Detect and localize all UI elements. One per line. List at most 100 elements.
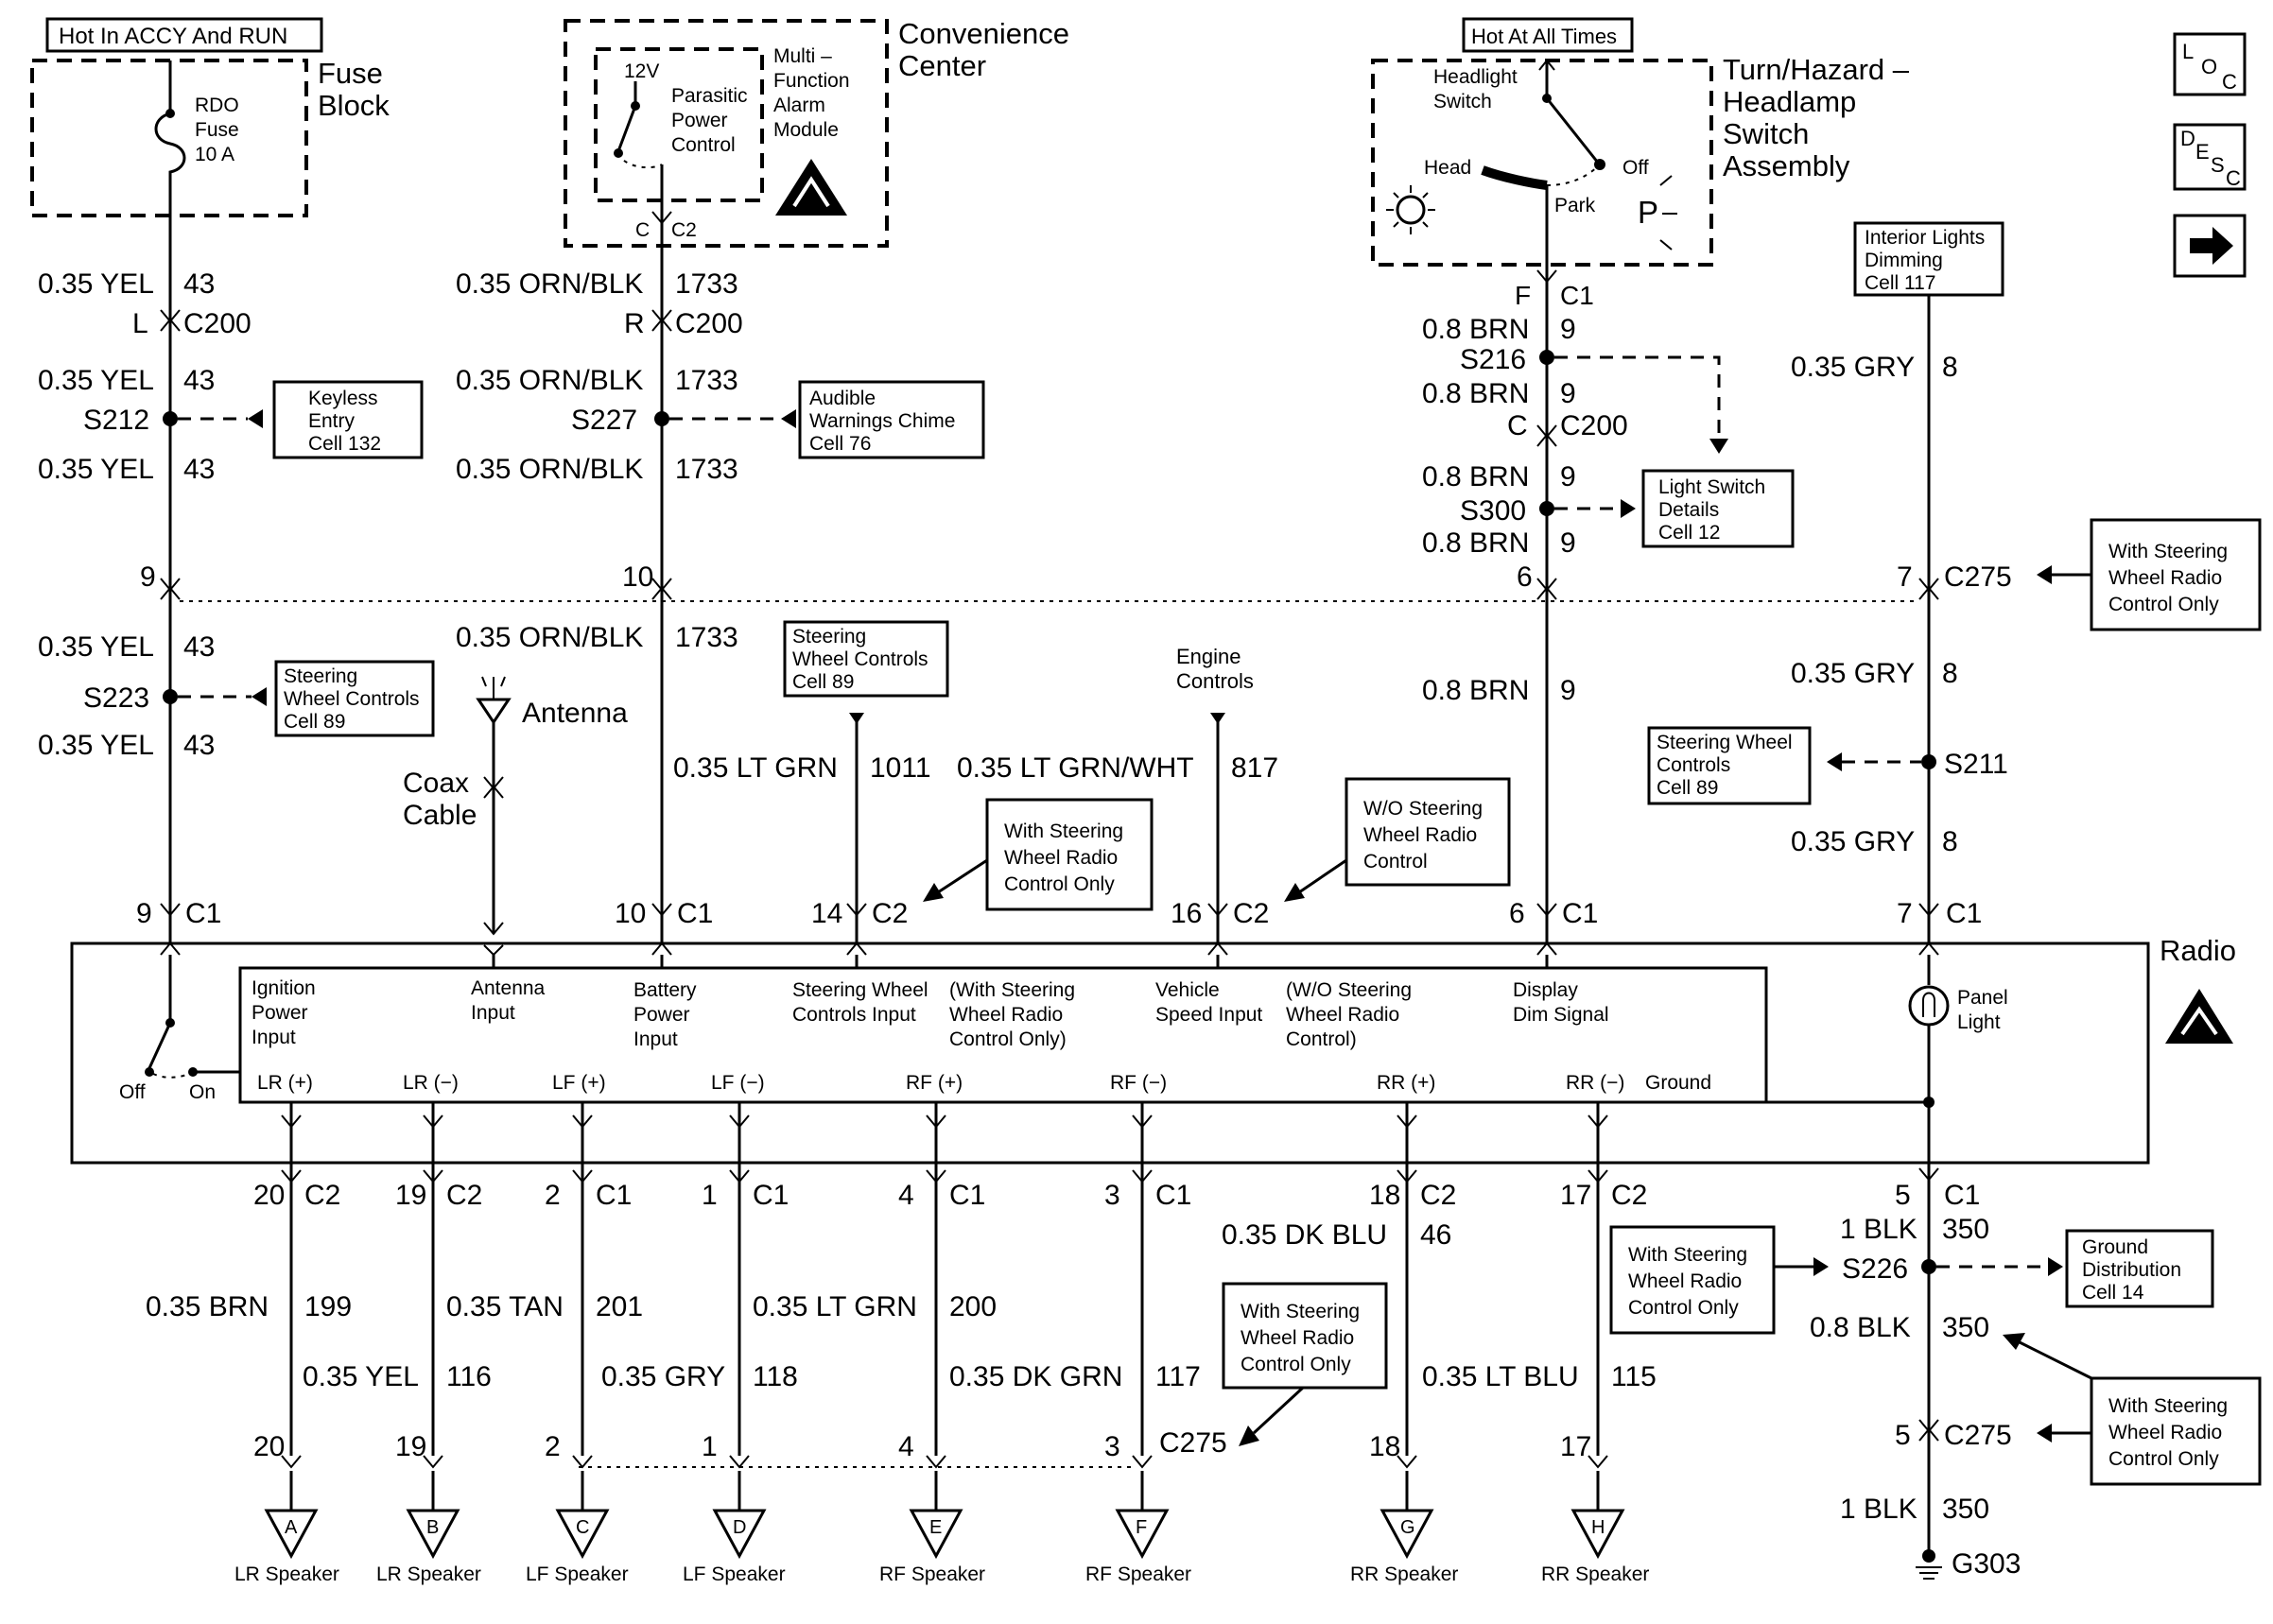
svg-text:O: O (2201, 55, 2217, 78)
output-conn-0 (281, 1169, 302, 1183)
ref-swc-89-c[interactable]: Steering Wheel Controls Cell 89 (1647, 726, 1812, 805)
s211-ref-arrow (1827, 752, 1842, 771)
w2-color-b: 0.35 ORN/BLK (456, 365, 643, 396)
output-label-3: LF (−) (711, 1072, 765, 1094)
c275-ref-arrow (2037, 565, 2052, 584)
ref-audible-chime[interactable]: Audible Warnings Chime Cell 76 (798, 380, 985, 459)
w1-circuit-b: 43 (183, 365, 215, 396)
w3-radio-pin: 14 (811, 898, 842, 929)
in-with-1: (With Steering (949, 979, 1075, 1001)
w1-circuit-c: 43 (183, 454, 215, 485)
w1-circuit-e: 43 (183, 730, 215, 761)
svg-text:Cell 14: Cell 14 (2082, 1282, 2144, 1304)
ref-with-swrc-g[interactable]: With Steering Wheel Radio Control Only (2090, 1376, 2262, 1486)
speaker-letter-1: B (426, 1517, 439, 1538)
in-dim-1: Display (1513, 979, 1578, 1001)
ign-on-label: On (189, 1081, 216, 1103)
output-c275-6 (1397, 1455, 1417, 1469)
ref-with-swrc-s226[interactable]: With Steering Wheel Radio Control Only (1609, 1225, 1776, 1335)
output-color-6: 0.35 DK BLU (1222, 1219, 1387, 1251)
c1-conn-label: C1 (1560, 281, 1594, 310)
ref-with-swrc-c2[interactable]: With Steering Wheel Radio Control Only (985, 798, 1154, 911)
w3-color: 0.35 LT GRN (673, 752, 838, 784)
w5-circuit-c: 9 (1560, 461, 1576, 492)
output-pin-5: 3 (1104, 1180, 1120, 1211)
w6-c275-pin: 7 (1897, 561, 1913, 593)
mfam-label-3: Alarm (773, 95, 825, 116)
ground-output-label: Ground (1645, 1072, 1711, 1094)
output-color-4: 0.35 LT GRN (753, 1291, 917, 1322)
w2-color-d: 0.35 ORN/BLK (456, 622, 643, 653)
output-arrow-0 (281, 1114, 302, 1129)
w1-color-a: 0.35 YEL (38, 268, 154, 300)
with-swrc-g-arrow (2003, 1333, 2025, 1350)
s227-label: S227 (571, 405, 637, 436)
speaker-triangle-5 (1115, 1509, 1170, 1560)
gnd-color-1: 1 BLK (1840, 1214, 1917, 1245)
rdo-fuse-label-3: 10 A (195, 144, 234, 165)
w5-radio-pin: 6 (1509, 898, 1525, 929)
speaker-triangle-3 (712, 1509, 767, 1560)
ref-with-swrc-spk[interactable]: With Steering Wheel Radio Control Only (1222, 1282, 1388, 1390)
loc-icon[interactable]: L O C (2173, 32, 2247, 96)
w1-c200: C200 (183, 308, 252, 339)
coax-label-2: Cable (403, 800, 477, 831)
w1-circuit-d: 43 (183, 631, 215, 663)
output-c275-pin-6: 18 (1369, 1431, 1400, 1462)
w5-color-c: 0.8 BRN (1422, 461, 1529, 492)
output-label-6: RR (+) (1377, 1072, 1435, 1094)
ref-wo-swrc[interactable]: W/O Steering Wheel Radio Control (1345, 777, 1511, 887)
ref-swc-89-b[interactable]: Steering Wheel Controls Cell 89 (783, 620, 949, 698)
gnd-c275-pin: 5 (1895, 1420, 1911, 1451)
svg-text:Steering: Steering (792, 626, 866, 648)
v12-label: 12V (624, 60, 659, 82)
output-label-5: RF (−) (1110, 1072, 1167, 1094)
ref-swc-89-a[interactable]: Steering Wheel Controls Cell 89 (274, 660, 435, 737)
ref-ground-dist[interactable]: Ground Distribution Cell 14 (2065, 1229, 2214, 1308)
vss-feed-arrow (1210, 713, 1225, 724)
output-arrow-3 (729, 1114, 750, 1129)
w6-circuit-c: 8 (1942, 826, 1958, 857)
fuse-block-label-2: Block (318, 89, 390, 122)
w2-circuit-d: 1733 (675, 622, 738, 653)
ref-interior-dimming[interactable]: Interior Lights Dimming Cell 117 (1853, 221, 2004, 297)
output-conn-label-2: C1 (596, 1180, 632, 1211)
speaker-triangle-2 (555, 1509, 610, 1560)
output-conn-label-3: C1 (753, 1180, 789, 1211)
ground-junction-dot (1923, 1097, 1935, 1108)
headlight-switch-label-2: Switch (1433, 91, 1492, 112)
desc-icon[interactable]: D E S C (2173, 123, 2247, 191)
dim-input-arrow (1536, 942, 1557, 956)
output-circuit-7: 115 (1611, 1361, 1657, 1392)
ref-with-swrc-c275[interactable]: With Steering Wheel Radio Control Only (2090, 518, 2262, 631)
turn-hazard-label-4: Assembly (1723, 149, 1850, 182)
output-c275-0 (281, 1455, 302, 1469)
svg-text:Wheel Radio: Wheel Radio (1628, 1270, 1742, 1292)
w5-c200: C200 (1560, 410, 1628, 441)
svg-text:Control Only: Control Only (1241, 1354, 1351, 1375)
svg-text:Distribution: Distribution (2082, 1259, 2181, 1281)
next-arrow-icon[interactable] (2173, 214, 2247, 278)
panel-light-label-1: Panel (1957, 987, 2008, 1009)
swc-input-arrow (846, 942, 867, 956)
svg-text:S: S (2211, 153, 2225, 177)
ref-keyless-entry[interactable]: Keyless Entry Cell 132 (272, 380, 424, 459)
svg-text:Wheel Radio: Wheel Radio (1363, 824, 1477, 846)
s223-label: S223 (83, 682, 149, 714)
s216-splice (1539, 350, 1554, 365)
w2-radio-pin: 10 (615, 898, 646, 929)
output-c275-pin-7: 17 (1560, 1431, 1591, 1462)
panel-light-label-2: Light (1957, 1011, 2001, 1033)
ign-sw-dot-on (188, 1067, 198, 1077)
output-arrow-6 (1397, 1114, 1417, 1129)
svg-text:Wheel Radio: Wheel Radio (2108, 567, 2222, 589)
ref-light-switch[interactable]: Light Switch Details Cell 12 (1641, 469, 1795, 548)
headlight-feed-arrow (1538, 59, 1555, 71)
svg-text:Audible: Audible (809, 388, 876, 409)
w5-color-b: 0.8 BRN (1422, 378, 1529, 409)
output-pin-7: 17 (1560, 1180, 1591, 1211)
in-dim-2: Dim Signal (1513, 1004, 1609, 1026)
speaker-letter-5: F (1136, 1517, 1147, 1538)
w5-c200-pin: C (1507, 410, 1528, 441)
speaker-name-2: LF Speaker (526, 1564, 629, 1585)
